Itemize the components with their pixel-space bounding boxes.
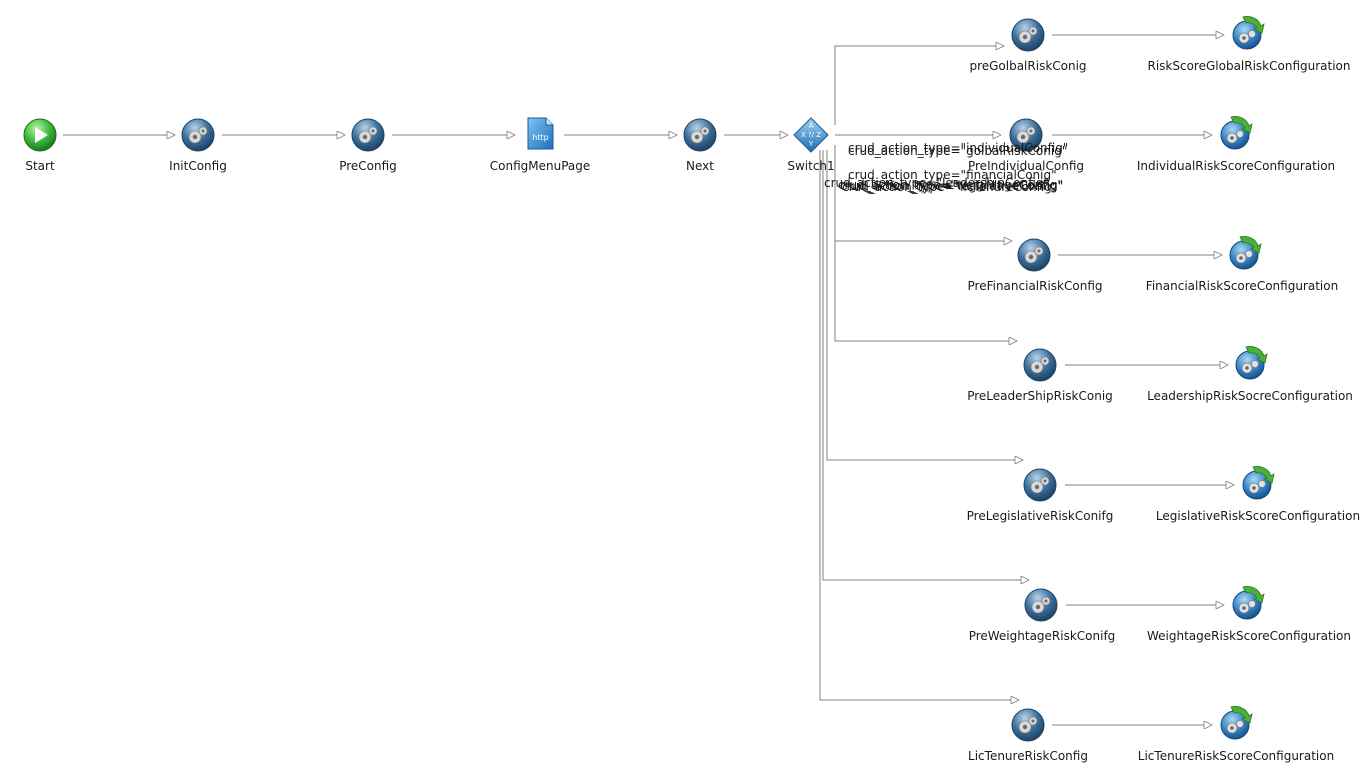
- pre-leadership-label: PreLeaderShipRiskConig: [967, 389, 1113, 403]
- individual-config-node[interactable]: [1217, 115, 1253, 151]
- pre-financial-label: PreFinancialRiskConfig: [967, 279, 1103, 293]
- edge-switch-global: [834, 46, 1004, 125]
- legislative-config-node[interactable]: [1239, 465, 1275, 501]
- pre-weightage-label: PreWeightageRiskConifg: [968, 629, 1116, 643]
- pre-global-node[interactable]: [1010, 17, 1046, 53]
- gear-icon: [1017, 238, 1051, 272]
- edge-switch-lictenure: [819, 150, 1019, 700]
- gear-icon: [181, 118, 215, 152]
- pre-leadership-node[interactable]: [1022, 347, 1058, 383]
- pre-financial-node[interactable]: [1016, 237, 1052, 273]
- svg-text:A: A: [809, 122, 814, 130]
- pre-weightage-node[interactable]: [1023, 587, 1059, 623]
- global-config-node[interactable]: [1229, 15, 1265, 51]
- edge-label-financial: crud_action_type="financialConig": [848, 168, 1057, 182]
- gear-icon: [1011, 18, 1045, 52]
- config-menu-page-node[interactable]: http: [522, 115, 558, 151]
- start-node[interactable]: [22, 117, 58, 153]
- pre-legislative-node[interactable]: [1022, 467, 1058, 503]
- weightage-config-node[interactable]: [1229, 585, 1265, 621]
- config-menu-page-label: ConfigMenuPage: [489, 159, 591, 173]
- edge-switch-legislative: [826, 150, 1023, 460]
- gear-icon: [683, 118, 717, 152]
- pre-individual-node[interactable]: [1008, 117, 1044, 153]
- edge-switch-weightage: [822, 150, 1029, 580]
- weightage-config-label: WeightageRiskScoreConfiguration: [1146, 629, 1352, 643]
- switch1-label: Switch1: [787, 159, 835, 173]
- pre-individual-label: PreIndividualConfig: [967, 159, 1085, 173]
- subprocess-icon: [1242, 466, 1275, 500]
- pre-config-node[interactable]: [350, 117, 386, 153]
- http-page-icon: http: [527, 117, 554, 150]
- financial-config-label: FinancialRiskScoreConfiguration: [1145, 279, 1339, 293]
- lic-tenure-node[interactable]: [1010, 707, 1046, 743]
- edge-label-legislative: crud_action_type="legislativeConfig": [840, 179, 1064, 193]
- leadership-config-label: LeadershipRiskSocreConfiguration: [1147, 389, 1353, 403]
- subprocess-icon: [1232, 16, 1265, 50]
- next-node[interactable]: [682, 117, 718, 153]
- start-label: Start: [25, 159, 55, 173]
- legislative-config-label: LegislativeRiskScoreConfiguration: [1155, 509, 1361, 523]
- pre-config-label: PreConfig: [339, 159, 397, 173]
- subprocess-icon: [1220, 116, 1253, 150]
- init-config-label: InitConfig: [169, 159, 227, 173]
- gear-icon: [1023, 468, 1057, 502]
- switch1-node[interactable]: A X ?/ Z Y: [793, 117, 829, 153]
- edge-label-global: crud_action_type="golbalRiskConig": [848, 144, 1068, 158]
- gear-icon: [1009, 118, 1043, 152]
- svg-text:http: http: [532, 133, 548, 142]
- subprocess-icon: [1232, 586, 1265, 620]
- edge-label-lic-tenure: crud_action_type="licTenureConfig": [842, 180, 1058, 194]
- subprocess-icon: [1229, 236, 1262, 270]
- edge-label-individual: crud_action_type="individualConfig": [848, 141, 1069, 155]
- init-config-node[interactable]: [180, 117, 216, 153]
- individual-config-label: IndividualRiskScoreConfiguration: [1136, 159, 1336, 173]
- edge-label-weightage: crud_action_type="weightageConfig": [838, 178, 1063, 192]
- leadership-config-node[interactable]: [1232, 345, 1268, 381]
- lic-tenure-config-label: LicTenureRiskScoreConfiguration: [1137, 749, 1335, 763]
- start-icon: [23, 118, 57, 152]
- svg-text:Y: Y: [808, 140, 814, 148]
- lic-tenure-config-node[interactable]: [1217, 705, 1253, 741]
- global-config-label: RiskScoreGlobalRiskConfiguration: [1147, 59, 1351, 73]
- gear-icon: [1011, 708, 1045, 742]
- gear-icon: [1024, 588, 1058, 622]
- edge-switch-leadership: [834, 150, 1017, 341]
- edge-label-leadership: crud_action_type="leadershipConfig": [824, 176, 1049, 190]
- gear-icon: [351, 118, 385, 152]
- pre-legislative-label: PreLegislativeRiskConifg: [966, 509, 1114, 523]
- lic-tenure-label: LicTenureRiskConfig: [968, 749, 1088, 763]
- subprocess-icon: [1220, 706, 1253, 740]
- switch-icon: A X ?/ Z Y: [793, 117, 829, 153]
- pre-global-label: preGolbalRiskConig: [969, 59, 1087, 73]
- next-label: Next: [686, 159, 714, 173]
- subprocess-icon: [1235, 346, 1268, 380]
- svg-text:X ?/ Z: X ?/ Z: [801, 131, 821, 139]
- financial-config-node[interactable]: [1226, 235, 1262, 271]
- gear-icon: [1023, 348, 1057, 382]
